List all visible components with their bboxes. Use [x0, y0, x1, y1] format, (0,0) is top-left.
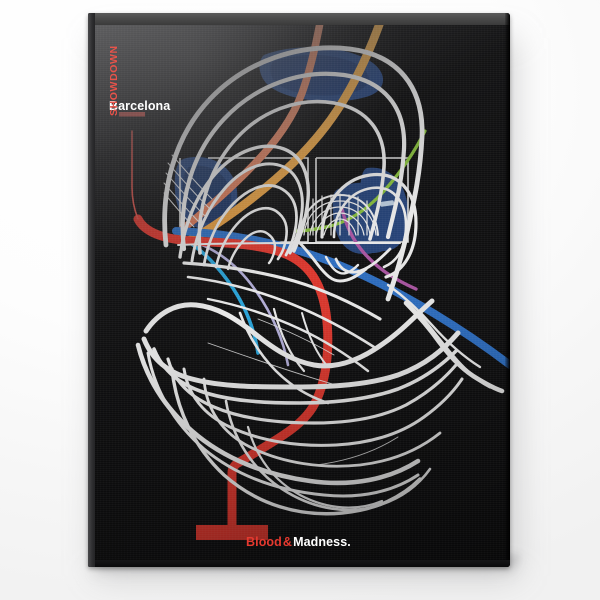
footer-word-madness: Madness.: [293, 535, 351, 549]
book-object: Barcelona SHOWDOWN Blood&Madness.: [88, 13, 510, 567]
cover-footer: Blood&Madness.: [246, 535, 351, 549]
series-label: SHOWDOWN: [108, 45, 120, 116]
footer-ampersand: &: [282, 535, 293, 549]
red-line-thin-tail: [131, 130, 139, 220]
book-top-edge: [88, 13, 510, 25]
book-fore-edge: [505, 13, 510, 567]
footer-word-blood: Blood: [246, 535, 282, 549]
book-spine-edge: [88, 13, 95, 567]
cover-artwork: [119, 13, 510, 540]
book-bottom-edge: [88, 560, 510, 567]
